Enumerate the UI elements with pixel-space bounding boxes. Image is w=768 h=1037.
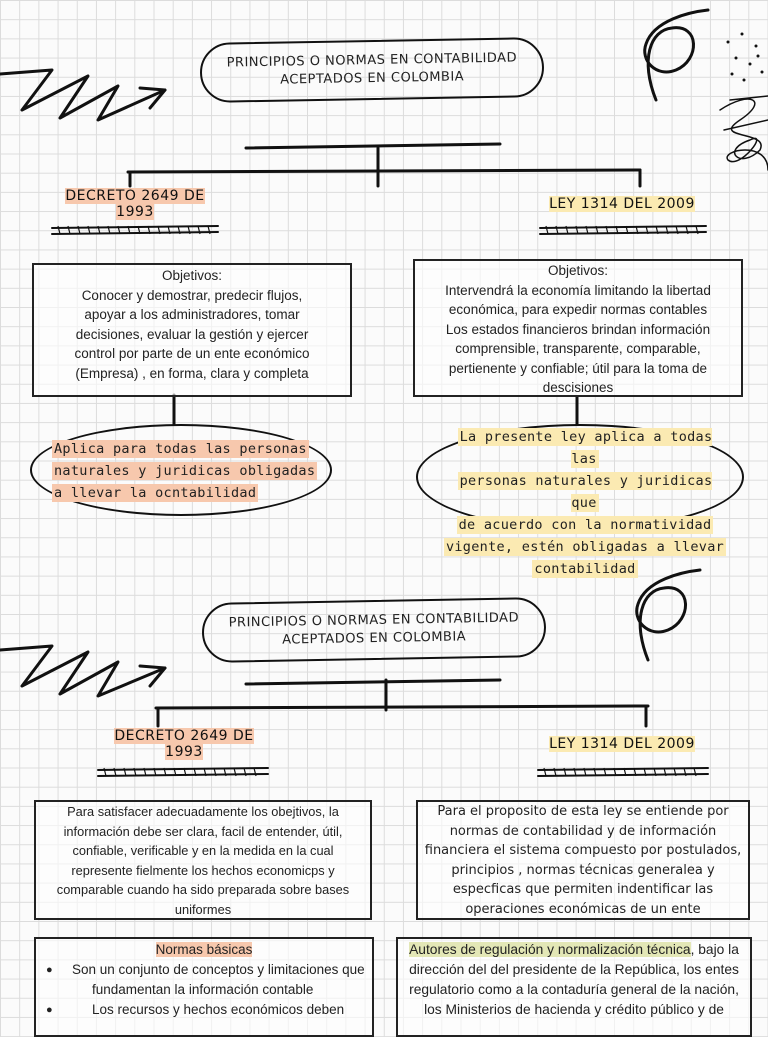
section2-title-pill: PRINCIPIOS O NORMAS EN CONTABILIDAD ACEP… bbox=[202, 597, 547, 663]
s2-left-line-5: uniformes bbox=[36, 900, 370, 920]
s1-right-oval-line-2: de acuerdo con la normatividad bbox=[457, 516, 714, 534]
loop-doodle-icon-2 bbox=[637, 570, 700, 660]
s2-left-line-3: represente fielmente los hechos economic… bbox=[36, 861, 370, 881]
s1-left-line-1: Conocer y demostrar, predecir flujos, bbox=[34, 286, 350, 306]
section2-right-header-label: LEY 1314 DEL 2009 bbox=[549, 736, 695, 752]
s1-right-oval-line-0: La presente ley aplica a todas las bbox=[458, 428, 713, 468]
s2-right-line-0: Para el proposito de esta ley se entiend… bbox=[418, 802, 748, 822]
normas-basicas-title: Normas básicas bbox=[156, 942, 253, 957]
bullet-icon-2: ● bbox=[46, 1000, 53, 1020]
s1-right-oval-line-4: contabilidad bbox=[532, 560, 637, 578]
section2-left-header-line1: DECRETO 2649 DE bbox=[114, 728, 253, 744]
section2-right-header: LEY 1314 DEL 2009 bbox=[536, 736, 708, 752]
s2-right-line-4: especficas que permiten indentificar las bbox=[418, 880, 748, 900]
section1-right-objectives-box: Objetivos: Intervendrá la economía limit… bbox=[413, 259, 743, 397]
section1-left-objectives-box: Objetivos: Conocer y demostrar, predecir… bbox=[32, 263, 352, 397]
s1-right-line-5: pertienente y confiable; útil para la to… bbox=[415, 359, 741, 379]
section1-left-header: DECRETO 2649 DE 1993 bbox=[50, 188, 220, 220]
section1-right-header-label: LEY 1314 DEL 2009 bbox=[549, 196, 695, 212]
section2-left-normas-box: Normas básicas ● Son un conjunto de conc… bbox=[34, 937, 374, 1037]
s1-right-oval-line-3: vigente, estén obligadas a llevar bbox=[444, 538, 726, 556]
s2-right-line-1: normas de contabilidad y de información bbox=[418, 822, 748, 842]
s2-autores-line-0: dirección del del presidente de la Repúb… bbox=[398, 960, 750, 980]
s2-list-item-2: Los recursos y hechos económicos deben bbox=[92, 1000, 372, 1020]
s1-left-line-0: Objetivos: bbox=[34, 266, 350, 286]
s2-list-item-1: fundamentan la información contable bbox=[72, 980, 372, 1000]
s1-right-line-2: económica, para expedir normas contables bbox=[415, 300, 741, 320]
s2-right-line-5: operaciones económicas de un ente bbox=[418, 900, 748, 920]
bullet-icon: ● bbox=[46, 960, 53, 980]
zigzag-arrow-icon bbox=[0, 70, 165, 120]
zigzag-arrow-icon-2 bbox=[0, 646, 165, 696]
s2-left-line-4: comparable cuando ha sido preparada sobr… bbox=[36, 880, 370, 900]
s1-left-line-4: control por parte de un ente económico bbox=[34, 344, 350, 364]
s1-left-line-5: (Empresa) , en forma, clara y completa bbox=[34, 364, 350, 384]
s2-autores-line-1: regulatorio como a la contaduría general… bbox=[398, 980, 750, 1000]
s1-right-line-6: descisiones bbox=[415, 378, 741, 398]
section2-left-header: DECRETO 2649 DE 1993 bbox=[98, 728, 270, 760]
s2-right-line-2: financiera el sistema compuesto por post… bbox=[418, 841, 748, 861]
section1-right-header: LEY 1314 DEL 2009 bbox=[536, 196, 708, 212]
section2-right-autores-box: Autores de regulación y normalización té… bbox=[396, 937, 752, 1037]
s1-right-line-3: Los estados financieros brindan informac… bbox=[415, 320, 741, 340]
section2-right-description-box: Para el proposito de esta ley se entiend… bbox=[416, 800, 750, 920]
s2-right-line-3: principios , normas técnicas generalea y bbox=[418, 861, 748, 881]
section1-left-header-line1: DECRETO 2649 DE bbox=[65, 188, 204, 204]
section1-left-header-line2: 1993 bbox=[116, 204, 154, 220]
s1-right-line-0: Objetivos: bbox=[415, 261, 741, 281]
s1-right-line-4: comprensible, transparente, comparable, bbox=[415, 339, 741, 359]
s1-left-oval-line-0: Aplica para todas las personas bbox=[52, 440, 309, 458]
s2-left-line-0: Para satisfacer adecuadamente los obejti… bbox=[36, 802, 370, 822]
section2-left-description-box: Para satisfacer adecuadamente los obejti… bbox=[34, 800, 372, 920]
s1-right-oval-line-1: personas naturales y juridicas que bbox=[458, 472, 713, 512]
s2-list-item-0: Son un conjunto de conceptos y limitacio… bbox=[72, 960, 372, 980]
s2-left-line-1: información debe ser clara, facil de ent… bbox=[36, 822, 370, 842]
s1-right-line-1: Intervendrá la economía limitando la lib… bbox=[415, 281, 741, 301]
s2-autores-line-2: los Ministerios de hacienda y crédito pú… bbox=[398, 1000, 750, 1020]
s1-left-line-2: apoyar a los administradores, tomar bbox=[34, 305, 350, 325]
s1-left-line-3: decisiones, evaluar la gestión y ejercer bbox=[34, 325, 350, 345]
section2-left-header-line2: 1993 bbox=[165, 744, 203, 760]
s2-left-line-2: confiable, verificable y en la medida en… bbox=[36, 841, 370, 861]
s1-left-oval-line-2: a llevar la ocntabilidad bbox=[52, 484, 258, 502]
autores-highlight: Autores de regulación y normalización té… bbox=[409, 942, 690, 957]
loop-doodle-icon bbox=[645, 10, 708, 100]
s1-left-oval-line-1: naturales y juridicas obligadas bbox=[52, 462, 317, 480]
autores-rest: , bajo la bbox=[691, 942, 739, 957]
section1-right-oval-text: La presente ley aplica a todas las perso… bbox=[440, 426, 730, 580]
section1-title-pill: PRINCIPIOS O NORMAS EN CONTABILIDAD ACEP… bbox=[200, 37, 545, 103]
scribble-icon bbox=[720, 96, 768, 170]
section1-left-oval-text: Aplica para todas las personas naturales… bbox=[52, 438, 322, 504]
